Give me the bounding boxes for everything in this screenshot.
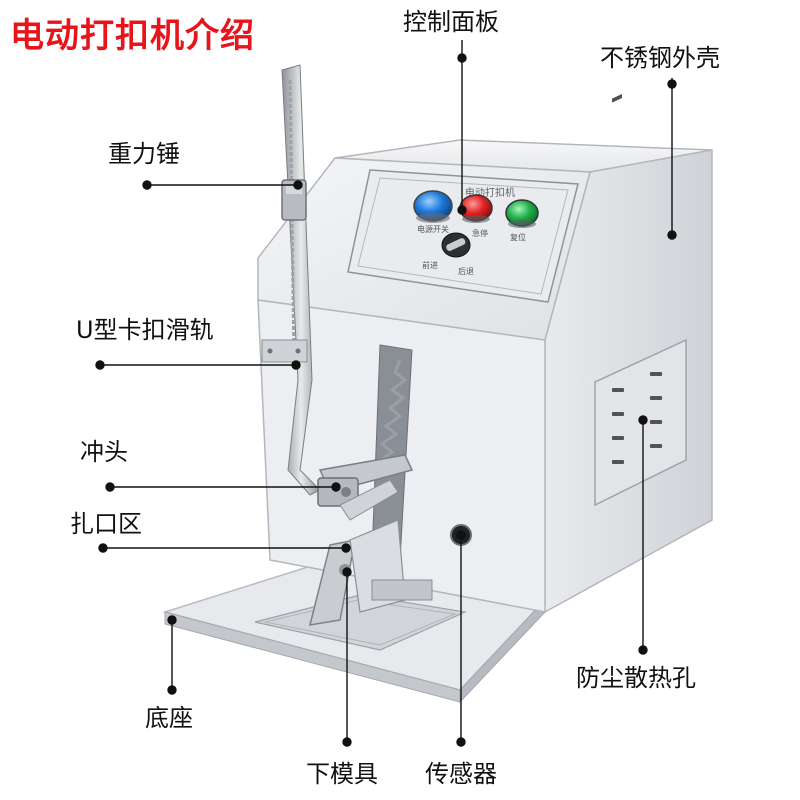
control-panel: 电动打扣机 电源开关 急停 复位 前进 后退 [347, 169, 579, 303]
label-gravity-hammer: 重力锤 [108, 140, 180, 168]
label-lower-die: 下模具 [306, 760, 378, 788]
label-u-rail: U型卡扣滑轨 [76, 316, 214, 344]
vent-slots [612, 372, 662, 464]
reset-button-label: 复位 [510, 232, 526, 242]
page-title: 电动打扣机介绍 [10, 16, 255, 56]
u-rail-column [261, 64, 408, 496]
label-steel-shell: 不锈钢外壳 [600, 44, 720, 72]
punch-mechanism [317, 454, 414, 521]
label-vent-holes: 防尘散热孔 [576, 664, 696, 692]
label-buckle-zone: 扎口区 [70, 510, 142, 538]
leader-lines [95, 40, 677, 747]
lower-die [308, 519, 433, 626]
label-sensor: 传感器 [425, 760, 497, 788]
label-base: 底座 [145, 704, 193, 732]
knob-right-label: 后退 [458, 266, 474, 276]
knob-left-label: 前进 [422, 260, 438, 270]
label-control-panel: 控制面板 [403, 8, 499, 36]
power-button-label: 电源开关 [417, 224, 449, 234]
label-punch: 冲头 [80, 438, 128, 466]
emergency-stop-label: 急停 [472, 228, 488, 238]
